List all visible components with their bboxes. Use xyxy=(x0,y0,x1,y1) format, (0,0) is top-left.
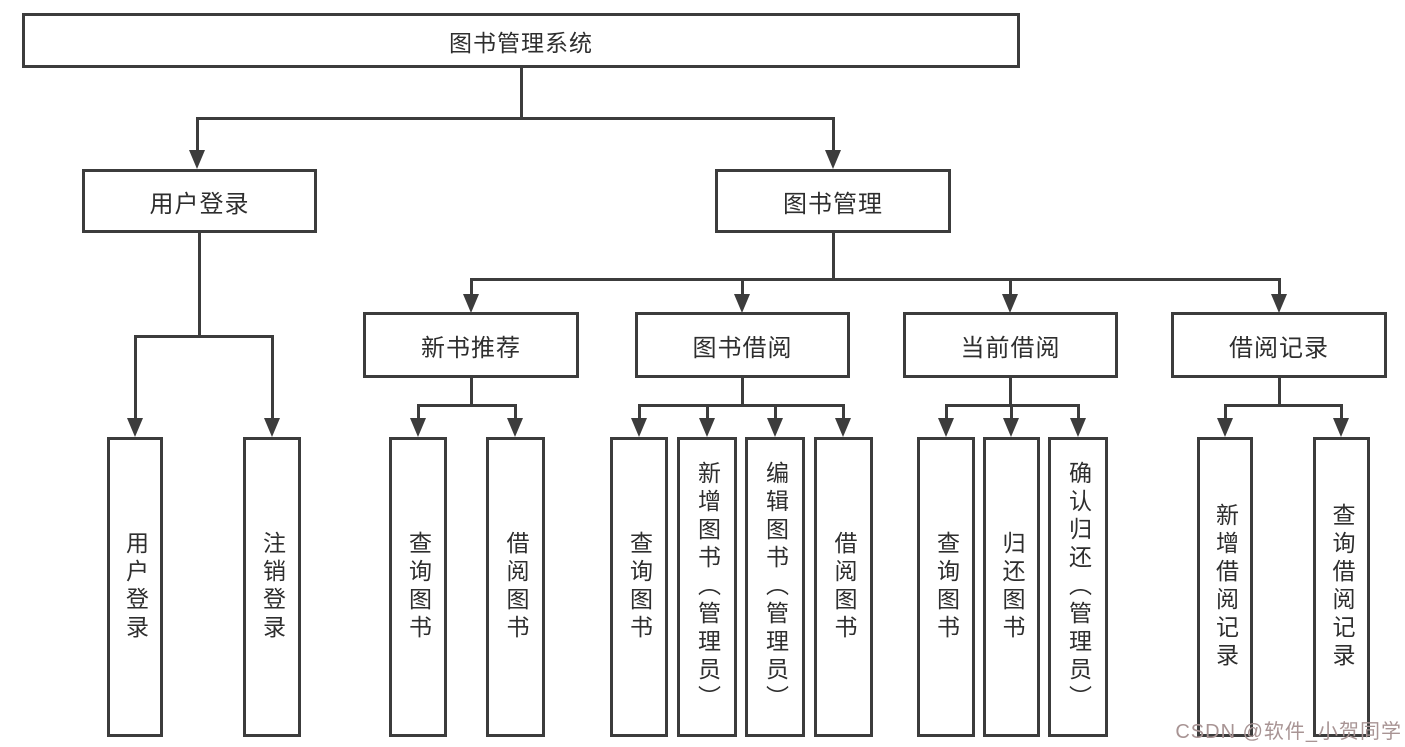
arrow-down-icon xyxy=(127,418,143,437)
arrow-down-icon xyxy=(699,418,715,437)
csdn-watermark: CSDN @软件_小贺同学 xyxy=(1175,721,1402,743)
leaf-borrow-books-2: 借阅图书 xyxy=(814,437,873,737)
connector-line xyxy=(195,117,199,151)
connector-line xyxy=(637,404,845,407)
node-new-book-recommend: 新书推荐 xyxy=(363,312,579,378)
connector-line xyxy=(705,404,709,419)
connector-line xyxy=(637,404,641,419)
connector-line xyxy=(831,117,835,151)
leaf-query-books-2-label: 查询图书 xyxy=(626,531,653,643)
leaf-query-books-1-label: 查询图书 xyxy=(405,531,432,643)
leaf-edit-book-admin: 编辑图书（管理员） xyxy=(745,437,805,737)
connector-line xyxy=(740,278,744,295)
leaf-borrow-books-1: 借阅图书 xyxy=(486,437,545,737)
connector-line xyxy=(773,404,777,419)
connector-line xyxy=(1008,278,1012,295)
leaf-add-borrow-record: 新增借阅记录 xyxy=(1197,437,1253,737)
connector-line xyxy=(1277,278,1281,295)
arrow-down-icon xyxy=(507,418,523,437)
leaf-confirm-return-admin: 确认归还（管理员） xyxy=(1048,437,1108,737)
leaf-query-borrow-record-label: 查询借阅记录 xyxy=(1329,503,1355,671)
leaf-query-books-3-label: 查询图书 xyxy=(933,531,960,643)
leaf-confirm-return-admin-label: 确认归还（管理员） xyxy=(1065,461,1092,713)
leaf-add-book-admin: 新增图书（管理员） xyxy=(677,437,737,737)
node-user-login: 用户登录 xyxy=(82,169,317,233)
leaf-return-books-label: 归还图书 xyxy=(999,531,1025,643)
connector-line xyxy=(1223,404,1343,407)
arrow-down-icon xyxy=(1333,418,1349,437)
arrow-down-icon xyxy=(835,418,851,437)
node-borrow-records-label: 借阅记录 xyxy=(1229,334,1329,362)
connector-line xyxy=(416,404,517,407)
leaf-query-books-1: 查询图书 xyxy=(389,437,447,737)
connector-line xyxy=(133,335,274,338)
leaf-query-books-2: 查询图书 xyxy=(610,437,668,737)
node-borrow-records: 借阅记录 xyxy=(1171,312,1387,378)
leaf-logout: 注销登录 xyxy=(243,437,301,737)
connector-line xyxy=(416,404,420,419)
connector-line xyxy=(1339,404,1343,419)
connector-line xyxy=(1076,404,1080,419)
connector-line xyxy=(1223,404,1227,419)
connector-line xyxy=(270,335,274,419)
leaf-logout-label: 注销登录 xyxy=(259,531,286,643)
node-new-book-recommend-label: 新书推荐 xyxy=(421,334,521,362)
arrow-down-icon xyxy=(1271,294,1287,313)
arrow-down-icon xyxy=(938,418,954,437)
node-current-borrow: 当前借阅 xyxy=(903,312,1118,378)
arrow-down-icon xyxy=(1002,294,1018,313)
connector-line xyxy=(469,378,473,407)
connector-line xyxy=(519,68,523,118)
connector-line xyxy=(831,233,835,279)
connector-line xyxy=(195,117,835,120)
leaf-add-borrow-record-label: 新增借阅记录 xyxy=(1212,503,1239,671)
leaf-query-borrow-record: 查询借阅记录 xyxy=(1313,437,1370,737)
connector-line xyxy=(198,233,201,337)
connector-line xyxy=(513,404,517,419)
leaf-edit-book-admin-label: 编辑图书（管理员） xyxy=(762,461,789,713)
arrow-down-icon xyxy=(734,294,750,313)
arrow-down-icon xyxy=(264,418,280,437)
leaf-borrow-books-2-label: 借阅图书 xyxy=(831,531,857,643)
arrow-down-icon xyxy=(825,150,841,169)
node-current-borrow-label: 当前借阅 xyxy=(960,334,1061,362)
arrow-down-icon xyxy=(1217,418,1233,437)
connector-line xyxy=(1009,404,1013,419)
node-user-login-label: 用户登录 xyxy=(149,190,250,218)
leaf-borrow-books-1-label: 借阅图书 xyxy=(503,531,529,643)
arrow-down-icon xyxy=(1003,418,1019,437)
arrow-down-icon xyxy=(767,418,783,437)
leaf-user-login-label: 用户登录 xyxy=(122,531,149,643)
node-root-label: 图书管理系统 xyxy=(449,29,593,56)
arrow-down-icon xyxy=(189,150,205,169)
connector-line xyxy=(944,404,948,419)
arrow-down-icon xyxy=(1070,418,1086,437)
node-book-borrow: 图书借阅 xyxy=(635,312,850,378)
arrow-down-icon xyxy=(463,294,479,313)
leaf-add-book-admin-label: 新增图书（管理员） xyxy=(694,461,721,713)
connector-line xyxy=(841,404,845,419)
connector-line xyxy=(469,278,1281,281)
node-book-management-label: 图书管理 xyxy=(783,190,883,218)
node-book-borrow-label: 图书借阅 xyxy=(692,334,793,362)
connector-line xyxy=(1008,378,1012,407)
connector-line xyxy=(133,335,137,419)
connector-line xyxy=(469,278,473,295)
leaf-user-login: 用户登录 xyxy=(107,437,163,737)
connector-line xyxy=(1277,378,1281,407)
node-root: 图书管理系统 xyxy=(22,13,1020,68)
arrow-down-icon xyxy=(631,418,647,437)
leaf-return-books: 归还图书 xyxy=(983,437,1040,737)
arrow-down-icon xyxy=(410,418,426,437)
connector-line xyxy=(740,378,744,407)
leaf-query-books-3: 查询图书 xyxy=(917,437,975,737)
node-book-management: 图书管理 xyxy=(715,169,951,233)
